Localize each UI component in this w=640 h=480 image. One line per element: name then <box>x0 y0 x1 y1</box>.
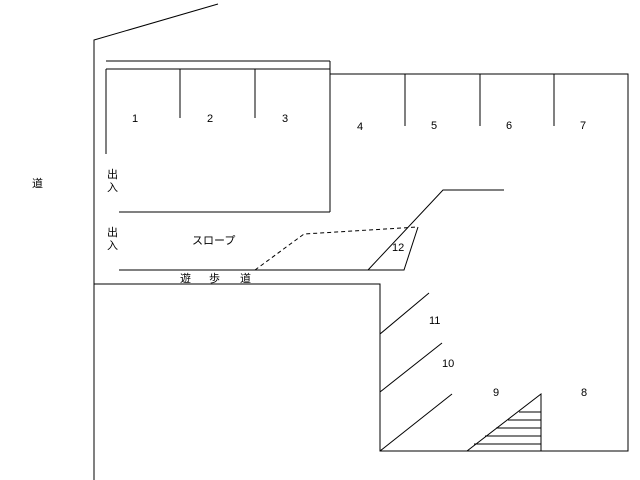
space-number-7: 7 <box>580 120 586 132</box>
walkway-label-3: 道 <box>240 271 251 285</box>
walkway-label-1: 遊 <box>180 271 191 285</box>
entrance-label-lower-2: 入 <box>107 239 118 252</box>
diagonal-divider-11-top <box>379 292 430 335</box>
space-number-1: 1 <box>132 113 138 125</box>
south-block-boundary <box>94 73 629 452</box>
entrance-label-upper-2: 入 <box>107 181 118 194</box>
entrance-label-lower-1: 出 <box>107 225 118 239</box>
walkway-label-2: 歩 <box>209 271 220 285</box>
space-number-10: 10 <box>442 358 454 370</box>
space-number-4: 4 <box>357 121 363 133</box>
space-number-11: 11 <box>429 315 440 327</box>
space-12-outline <box>368 226 419 271</box>
road-label: 道 <box>32 176 43 190</box>
west-boundary-line <box>93 3 219 480</box>
space-number-2: 2 <box>207 113 213 125</box>
space-number-12: 12 <box>392 242 404 254</box>
space-number-3: 3 <box>282 113 288 125</box>
space-number-8: 8 <box>581 387 587 399</box>
entrance-label-upper-1: 出 <box>107 167 118 181</box>
diagonal-divider-9-10 <box>379 393 453 452</box>
space-number-9: 9 <box>493 387 499 399</box>
space-number-6: 6 <box>506 120 512 132</box>
space-number-5: 5 <box>431 120 437 132</box>
ramp-upper-edge <box>367 189 504 271</box>
hatched-triangle <box>466 392 542 452</box>
slope-dashed-line <box>254 226 419 271</box>
diagonal-divider-10-11 <box>379 342 443 393</box>
slope-label: スロープ <box>192 234 235 247</box>
